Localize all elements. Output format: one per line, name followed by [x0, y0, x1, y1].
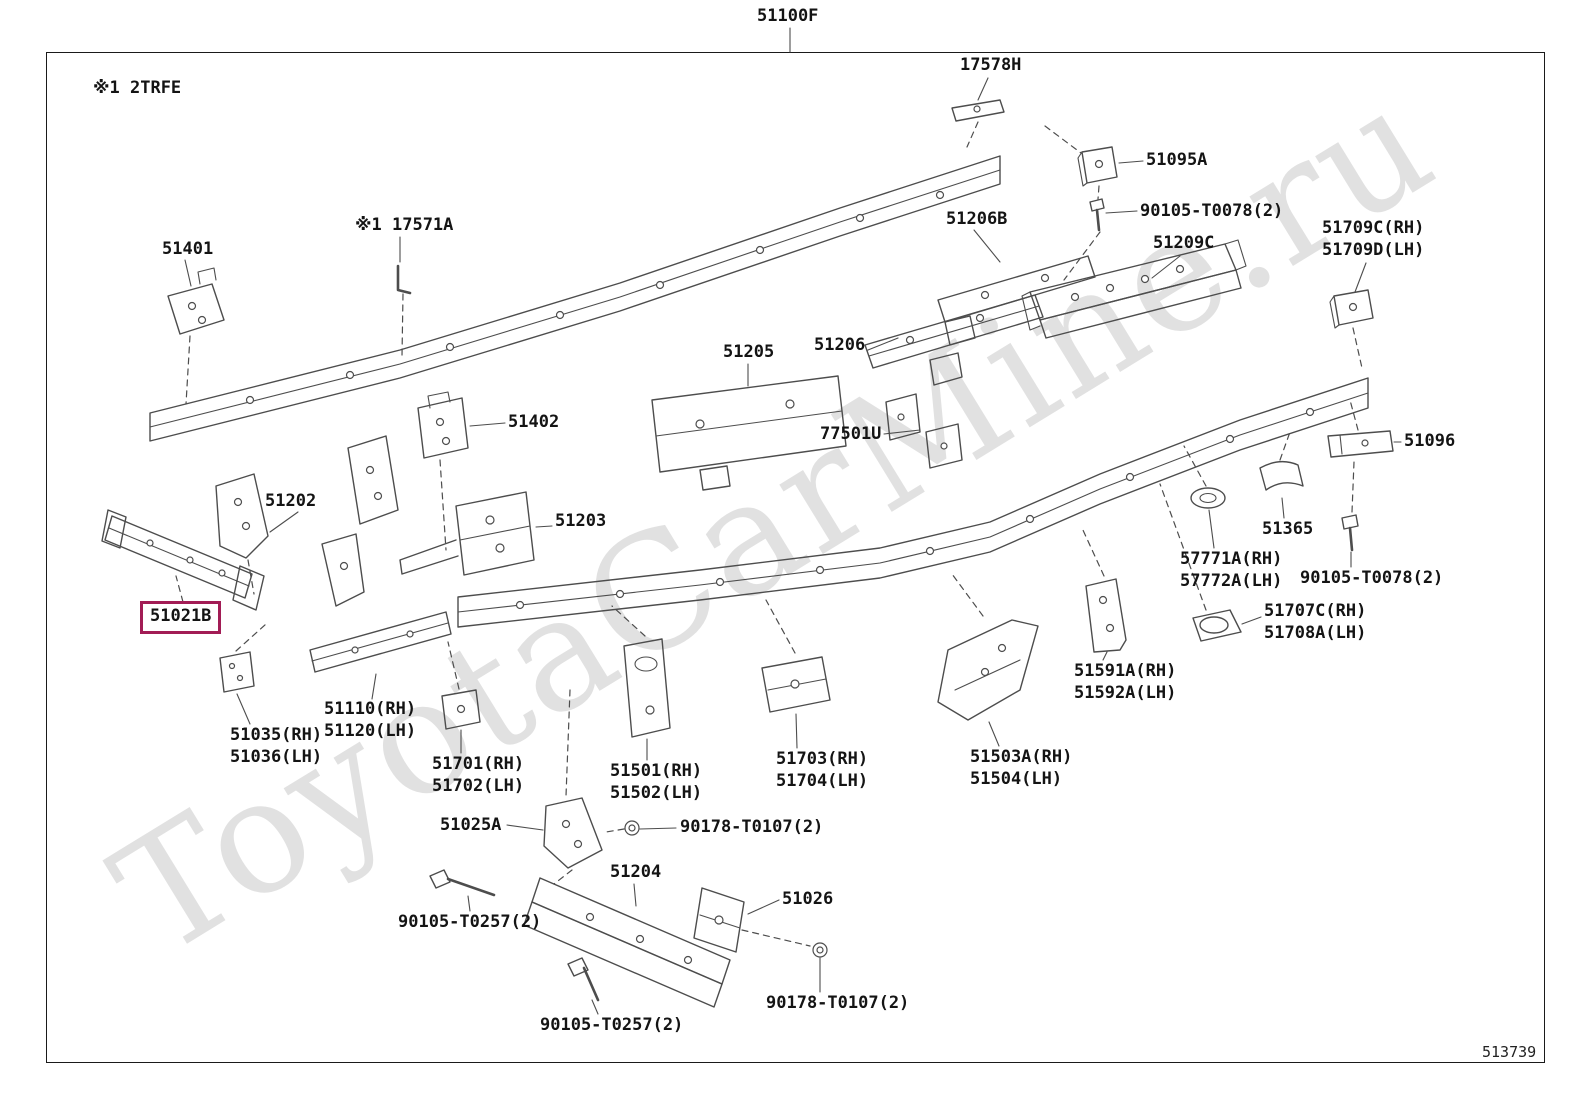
part-drawing-51365 [1259, 460, 1304, 491]
part-drawing-bolt-90105-T0257-left [429, 869, 496, 897]
part-drawing-bolt-90105-T0078-top [1089, 198, 1105, 232]
part-drawing-51401 [167, 267, 225, 335]
part-drawing-51209C [1021, 239, 1247, 339]
part-drawing-51707C [1192, 609, 1242, 642]
part-label-51704-LH[interactable]: 51704(LH) [776, 771, 869, 791]
part-label-57772A-LH[interactable]: 57772A(LH) [1180, 571, 1283, 591]
part-drawing-51501 [623, 638, 671, 738]
part-label-51502-LH[interactable]: 51502(LH) [610, 783, 703, 803]
part-drawing-17571A [396, 264, 412, 295]
part-label-51021B-selected[interactable]: 51021B [140, 601, 222, 634]
part-drawing-51095A [1077, 146, 1118, 187]
part-label-17571A[interactable]: ※1 17571A [355, 215, 454, 235]
part-label-51206[interactable]: 51206 [814, 335, 866, 355]
part-label-51100F[interactable]: 51100F [757, 6, 819, 26]
part-label-90178-T0107-upper[interactable]: 90178-T0107(2) [680, 817, 824, 837]
part-drawing-51096 [1327, 430, 1394, 458]
part-label-51402[interactable]: 51402 [508, 412, 560, 432]
part-drawing-bolt-90105-T0257-bottom [567, 957, 600, 1002]
part-label-51035-RH[interactable]: 51035(RH) [230, 725, 323, 745]
part-label-51591A-RH[interactable]: 51591A(RH) [1074, 661, 1177, 681]
part-label-77501U[interactable]: 77501U [820, 424, 882, 444]
part-drawing-frame-rail-far [149, 155, 1001, 442]
part-label-90178-T0107-lower[interactable]: 90178-T0107(2) [766, 993, 910, 1013]
part-drawing-bolt-90105-T0078-right [1341, 514, 1359, 552]
diagram-border [46, 52, 1545, 1063]
part-label-51709C-RH[interactable]: 51709C(RH) [1322, 218, 1425, 238]
part-drawing-77501U [885, 393, 963, 469]
part-label-51707C-RH[interactable]: 51707C(RH) [1264, 601, 1367, 621]
part-drawing-51026 [693, 887, 745, 953]
part-label-51110-RH[interactable]: 51110(RH) [324, 699, 417, 719]
part-drawing-nut-90178-T0107-upper [624, 820, 640, 836]
part-drawing-51035 [219, 651, 255, 693]
part-label-17578H[interactable]: 17578H [960, 55, 1022, 75]
part-drawing-17578H [951, 99, 1005, 122]
part-drawing-51202 [215, 435, 399, 607]
part-label-51025A[interactable]: 51025A [440, 815, 502, 835]
part-label-51504-LH[interactable]: 51504(LH) [970, 769, 1063, 789]
part-label-51205[interactable]: 51205 [723, 342, 775, 362]
part-label-51026[interactable]: 51026 [782, 889, 834, 909]
part-drawing-51206B [937, 255, 1096, 346]
part-label-90105-T0078-right[interactable]: 90105-T0078(2) [1300, 568, 1444, 588]
part-label-51708A-LH[interactable]: 51708A(LH) [1264, 623, 1367, 643]
part-label-51701-RH[interactable]: 51701(RH) [432, 754, 525, 774]
part-drawing-51709C [1329, 289, 1374, 329]
part-drawing-51205 [651, 375, 847, 491]
part-drawing-51703 [761, 656, 831, 713]
part-drawing-51503A [937, 619, 1039, 721]
dashed-construction-lines [175, 121, 1363, 947]
part-label-51206B[interactable]: 51206B [946, 209, 1008, 229]
part-label-90105-T0078-top[interactable]: 90105-T0078(2) [1140, 201, 1284, 221]
part-drawing-51204 [523, 877, 731, 1008]
part-label-51095A[interactable]: 51095A [1146, 150, 1208, 170]
part-label-51120-LH[interactable]: 51120(LH) [324, 721, 417, 741]
part-drawing-51110 [309, 611, 452, 673]
part-drawing-frame-rail-near [457, 377, 1369, 628]
part-label-51401[interactable]: 51401 [162, 239, 214, 259]
part-label-51503A-RH[interactable]: 51503A(RH) [970, 747, 1073, 767]
part-drawing-51701 [441, 689, 481, 730]
part-label-51203[interactable]: 51203 [555, 511, 607, 531]
part-label-51209C[interactable]: 51209C [1153, 233, 1215, 253]
part-label-51592A-LH[interactable]: 51592A(LH) [1074, 683, 1177, 703]
part-label-51703-RH[interactable]: 51703(RH) [776, 749, 869, 769]
part-drawing-51203 [399, 491, 535, 576]
label-leaders [184, 77, 1402, 1015]
part-label-51036-LH[interactable]: 51036(LH) [230, 747, 323, 767]
part-label-51702-LH[interactable]: 51702(LH) [432, 776, 525, 796]
part-label-51202[interactable]: 51202 [265, 491, 317, 511]
part-label-51501-RH[interactable]: 51501(RH) [610, 761, 703, 781]
part-drawing-51402 [417, 391, 469, 459]
part-drawing-51025A [543, 797, 603, 869]
part-label-51365[interactable]: 51365 [1262, 519, 1314, 539]
drawing-number: 513739 [1482, 1043, 1537, 1061]
part-drawing-51021B [101, 509, 265, 611]
engine-note-2trfe: ※1 2TRFE [93, 78, 182, 98]
part-label-90105-T0257-left[interactable]: 90105-T0257(2) [398, 912, 542, 932]
part-drawing-51591A [1085, 578, 1127, 653]
part-label-51709D-LH[interactable]: 51709D(LH) [1322, 240, 1425, 260]
part-drawing-nut-90178-T0107-lower [812, 942, 828, 958]
part-label-51096[interactable]: 51096 [1404, 431, 1456, 451]
part-label-51204[interactable]: 51204 [610, 862, 662, 882]
part-label-90105-T0257-bottom[interactable]: 90105-T0257(2) [540, 1015, 684, 1035]
part-drawing-57771A-washer [1190, 487, 1226, 509]
part-label-57771A-RH[interactable]: 57771A(RH) [1180, 549, 1283, 569]
